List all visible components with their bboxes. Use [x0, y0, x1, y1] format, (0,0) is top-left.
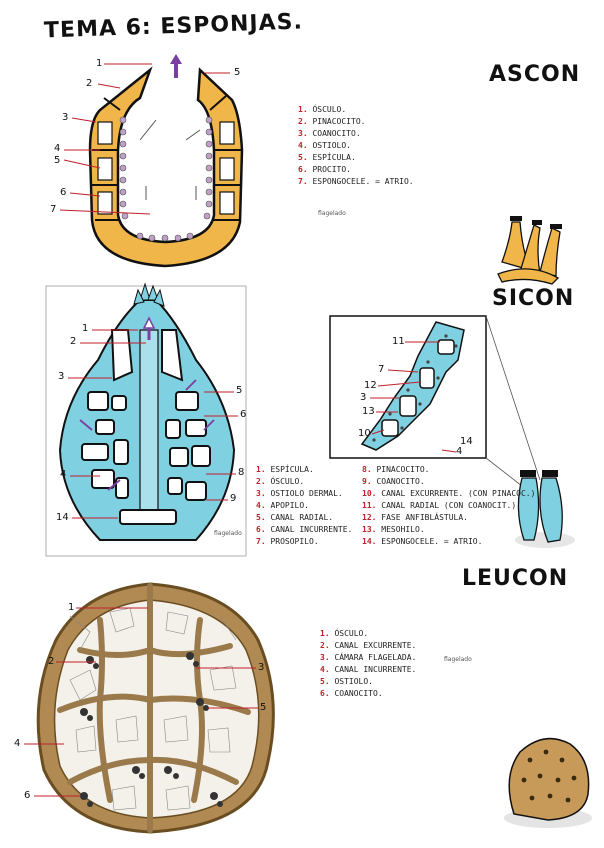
leucon-legend: 1. ÓSCULO. 2. CANAL EXCURRENTE. 3. CÁMAR… — [320, 628, 416, 700]
ascon-legend-item: 2. PINACOCITO. — [298, 117, 366, 126]
sicon-zoom-label-11: 11 — [392, 336, 405, 347]
leucon-label-3: 3 — [258, 662, 265, 673]
sicon-legend-right: 8. PINACOCITO. 9. COANOCITO. 10. CANAL E… — [362, 464, 535, 548]
ascon-legend-item: 7. ESPONGOCELE. = ATRIO. — [298, 177, 414, 186]
leucon-legend-item: 3. CÁMARA FLAGELADA. — [320, 653, 417, 662]
leucon-label-2: 2 — [48, 656, 55, 667]
ascon-label-5b: 5 — [234, 67, 241, 78]
sicon-label-1: 1 — [82, 323, 89, 334]
section-title-leucon: LEUCON — [462, 566, 569, 591]
leucon-label-5: 5 — [260, 702, 267, 713]
ascon-legend-item: 1. ÓSCULO. — [298, 105, 347, 114]
sicon-label-3: 3 — [58, 371, 65, 382]
ascon-colony-sketch — [497, 216, 562, 285]
sicon-label-9: 9 — [230, 493, 237, 504]
leucon-legend-item: 2. CANAL EXCURRENTE. — [320, 641, 417, 650]
sicon-legend-item: 10. CANAL EXCURRENTE. (CON PINACOC.) — [362, 489, 536, 498]
leucon-note: flagelado — [444, 656, 472, 663]
sicon-legend-item: 14. ESPONGOCELE. = ATRIO. — [362, 537, 483, 546]
sicon-label-2: 2 — [70, 336, 77, 347]
ascon-label-1: 1 — [96, 58, 103, 69]
sicon-legend-item: 11. CANAL RADIAL (CON COANOCIT.) — [362, 501, 517, 510]
section-title-sicon: SICON — [492, 286, 575, 311]
sicon-legend-left: 1. ESPÍCULA. 2. ÓSCULO. 3. OSTIOLO DERMA… — [256, 464, 352, 548]
sicon-diagram — [45, 282, 247, 557]
ascon-legend-item: 3. COANOCITO. — [298, 129, 361, 138]
sicon-legend-item: 12. FASE ANFIBLÁSTULA. — [362, 513, 468, 522]
leucon-legend-item: 6. COANOCITO. — [320, 689, 383, 698]
ascon-label-2: 2 — [86, 78, 93, 89]
leucon-label-6: 6 — [24, 790, 31, 801]
sicon-label-14: 14 — [56, 512, 69, 523]
sicon-zoom-label-3: 3 — [360, 392, 367, 403]
ascon-label-6: 6 — [60, 187, 67, 198]
sicon-zoom-label-14: 14 — [460, 436, 473, 447]
sicon-small-sketch — [515, 470, 575, 548]
leucon-diagram — [24, 582, 275, 834]
ascon-legend-item: 5. ESPÍCULA. — [298, 153, 356, 162]
ascon-legend: 1. ÓSCULO. 2. PINACOCITO. 3. COANOCITO. … — [298, 104, 414, 188]
ascon-legend-item: 4. OSTIOLO. — [298, 141, 351, 150]
sicon-label-8: 8 — [238, 467, 245, 478]
sicon-legend-item: 8. PINACOCITO. — [362, 465, 430, 474]
sicon-legend-item: 6. CANAL INCURRENTE. — [256, 525, 353, 534]
ascon-legend-item: 6. PROCITO. — [298, 165, 351, 174]
leucon-small-sketch — [504, 737, 592, 828]
leucon-legend-item: 5. OSTIOLO. — [320, 677, 373, 686]
sicon-label-5: 5 — [236, 385, 243, 396]
leucon-legend-item: 1. ÓSCULO. — [320, 629, 369, 638]
sicon-legend-item: 7. PROSOPILO. — [256, 537, 319, 546]
sicon-legend-item: 5. CANAL RADIAL. — [256, 513, 334, 522]
sicon-legend-item: 4. APOPILO. — [256, 501, 309, 510]
sicon-legend-item: 3. OSTIOLO DERMAL. — [256, 489, 343, 498]
sicon-zoom-box — [329, 315, 541, 487]
ascon-label-3: 3 — [62, 112, 69, 123]
ascon-label-7: 7 — [50, 204, 57, 215]
ascon-diagram — [59, 54, 244, 268]
sicon-zoom-label-13: 13 — [362, 406, 375, 417]
sicon-label-4: 4 — [60, 469, 67, 480]
sicon-zoom-label-7: 7 — [378, 364, 385, 375]
sicon-zoom-label-10: 10 — [358, 428, 371, 439]
sicon-legend-item: 13. MESOHILO. — [362, 525, 425, 534]
ascon-label-5: 5 — [54, 155, 61, 166]
leucon-label-1: 1 — [68, 602, 75, 613]
leucon-label-4: 4 — [14, 738, 21, 749]
sicon-legend-item: 9. COANOCITO. — [362, 477, 425, 486]
sicon-legend-item: 1. ESPÍCULA. — [256, 465, 314, 474]
leucon-legend-item: 4. CANAL INCURRENTE. — [320, 665, 417, 674]
ascon-label-4: 4 — [54, 143, 61, 154]
sicon-zoom-label-4: 4 — [456, 446, 463, 457]
sicon-zoom-label-12: 12 — [364, 380, 377, 391]
section-title-ascon: ASCON — [489, 62, 581, 87]
sicon-legend-item: 2. ÓSCULO. — [256, 477, 305, 486]
sicon-note: flagelado — [214, 530, 242, 537]
ascon-note: flagelado — [318, 210, 346, 217]
sicon-label-6: 6 — [240, 409, 247, 420]
